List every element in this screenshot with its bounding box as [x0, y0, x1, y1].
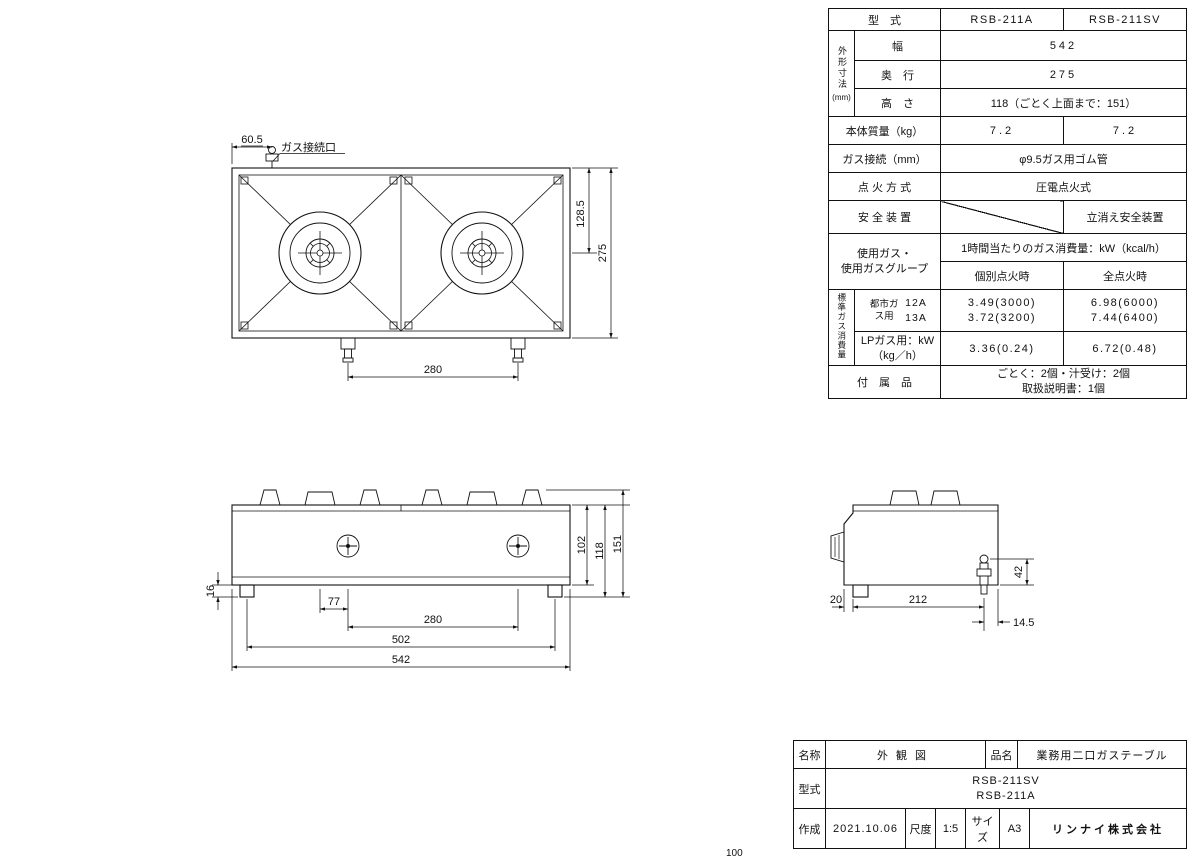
- dim-label-20: 20: [830, 594, 842, 606]
- spec-gas-connection-label: ガス接続（mm）: [828, 144, 941, 173]
- side-knob: [830, 531, 845, 563]
- dim-label-280-front: 280: [424, 614, 442, 626]
- tb-model-value: RSB-211SV RSB-211A: [825, 768, 1187, 809]
- spec-depth-label: 奥 行: [854, 60, 941, 89]
- spec-lp-all: 6.72(0.48): [1063, 331, 1187, 366]
- spec-model-label: 型 式: [828, 8, 941, 31]
- tb-model-label: 型式: [793, 768, 826, 809]
- spec-ignition-value: 圧電点火式: [940, 172, 1187, 201]
- tb-name-value: 外観図: [825, 740, 986, 769]
- dim-label-128-5: 128.5: [575, 200, 587, 228]
- gas-connection-port: [265, 146, 279, 168]
- dim-label-16: 16: [205, 585, 217, 597]
- tb-size-value: A3: [999, 808, 1030, 849]
- spec-accessories-value: ごとく：2個・汁受け：2個 取扱説明書：1個: [940, 365, 1187, 399]
- tb-scale-label: 尺度: [905, 808, 936, 849]
- dim-label-542: 542: [392, 654, 410, 666]
- dim-label-280-top: 280: [424, 364, 442, 376]
- tb-date-label: 作成: [793, 808, 826, 849]
- dim-label-212: 212: [909, 594, 927, 606]
- dim-label-14-5: 14.5: [1013, 617, 1034, 629]
- spec-height-label: 高 さ: [854, 88, 941, 117]
- tb-date-value: 2021.10.06: [825, 808, 906, 849]
- dim-label-151: 151: [612, 535, 624, 553]
- spec-lp-label: LPガス用：kW （kg／h）: [854, 331, 941, 366]
- spec-city-gas-types: 12A 13A: [905, 297, 927, 324]
- spec-std-consumption-group: 標準ガス消費量: [828, 289, 855, 366]
- spec-accessories-label: 付 属 品: [828, 365, 941, 399]
- spec-depth-value: 275: [940, 60, 1187, 89]
- spec-width-label: 幅: [854, 30, 941, 61]
- side-view: [830, 490, 999, 598]
- title-block: 名称 外観図 品名 業務用二口ガステーブル 型式 RSB-211SV RSB-2…: [793, 740, 1187, 849]
- side-view-dimensions: [832, 558, 1034, 631]
- spec-col-individual: 個別点火時: [940, 261, 1064, 290]
- spec-safety-label: 安 全 装 置: [828, 200, 941, 234]
- dim-label-502: 502: [392, 634, 410, 646]
- spec-city-all: 6.98(6000) 7.44(6400): [1063, 289, 1187, 332]
- spec-dims-group-text: 外形寸法: [837, 45, 847, 90]
- spec-lp-individual: 3.36(0.24): [940, 331, 1064, 366]
- front-view-dimensions: [212, 489, 630, 671]
- spec-model-sv: RSB-211SV: [1063, 8, 1187, 31]
- spec-city-gas-label: 都市ガス用 12A 13A: [854, 289, 941, 332]
- burner-right: [440, 211, 524, 295]
- spec-std-consumption-text: 標準ガス消費量: [836, 292, 847, 360]
- front-view: [231, 489, 571, 598]
- spec-weight-a: 7.2: [940, 116, 1064, 145]
- tb-scale-value: 1:5: [935, 808, 966, 849]
- burner-grate-profiles: [259, 489, 543, 506]
- dim-label-102: 102: [576, 536, 588, 554]
- spec-safety-a-none: [940, 200, 1064, 234]
- spec-safety-sv: 立消え安全装置: [1063, 200, 1187, 234]
- spec-weight-sv: 7.2: [1063, 116, 1187, 145]
- spec-width-value: 542: [940, 30, 1187, 61]
- spec-height-value: 118（ごとく上面まで：151）: [940, 88, 1187, 117]
- tb-item-label: 品名: [985, 740, 1018, 769]
- dim-label-275: 275: [597, 244, 609, 262]
- burner-left: [278, 211, 362, 295]
- gas-inlet: [976, 554, 992, 595]
- tb-company: リンナイ株式会社: [1029, 808, 1187, 849]
- page-number: 100: [726, 848, 743, 859]
- tb-name-label: 名称: [793, 740, 826, 769]
- top-view: [231, 146, 571, 363]
- spec-city-individual: 3.49(3000) 3.72(3200): [940, 289, 1064, 332]
- spec-table: 型 式 RSB-211A RSB-211SV 外形寸法 (mm) 幅 542 奥…: [828, 8, 1187, 399]
- control-knobs: [336, 534, 530, 558]
- tb-size-label: サイズ: [965, 808, 1000, 849]
- dim-label-118: 118: [594, 542, 606, 560]
- spec-weight-label: 本体質量（kg）: [828, 116, 941, 145]
- dim-label-42: 42: [1013, 566, 1025, 578]
- spec-gas-connection-value: φ9.5ガス用ゴム管: [940, 144, 1187, 173]
- spec-ignition-label: 点 火 方 式: [828, 172, 941, 201]
- spec-dims-group: 外形寸法 (mm): [828, 30, 855, 117]
- top-view-dimensions: [231, 143, 618, 381]
- spec-col-all: 全点火時: [1063, 261, 1187, 290]
- spec-gas-group-label: 使用ガス・ 使用ガスグループ: [828, 233, 941, 290]
- dim-label-77: 77: [328, 596, 340, 608]
- spec-hourly-header: 1時間当たりのガス消費量：kW（kcal/h）: [940, 233, 1187, 262]
- spec-model-a: RSB-211A: [940, 8, 1064, 31]
- spec-dims-unit: (mm): [832, 92, 851, 102]
- spec-city-gas-name: 都市ガス用: [869, 299, 899, 322]
- tb-item-value: 業務用二口ガステーブル: [1017, 740, 1187, 769]
- dim-label-60-5: 60.5: [241, 134, 262, 146]
- gas-valves: [340, 337, 526, 363]
- gas-port-label: ガス接続口: [281, 140, 336, 154]
